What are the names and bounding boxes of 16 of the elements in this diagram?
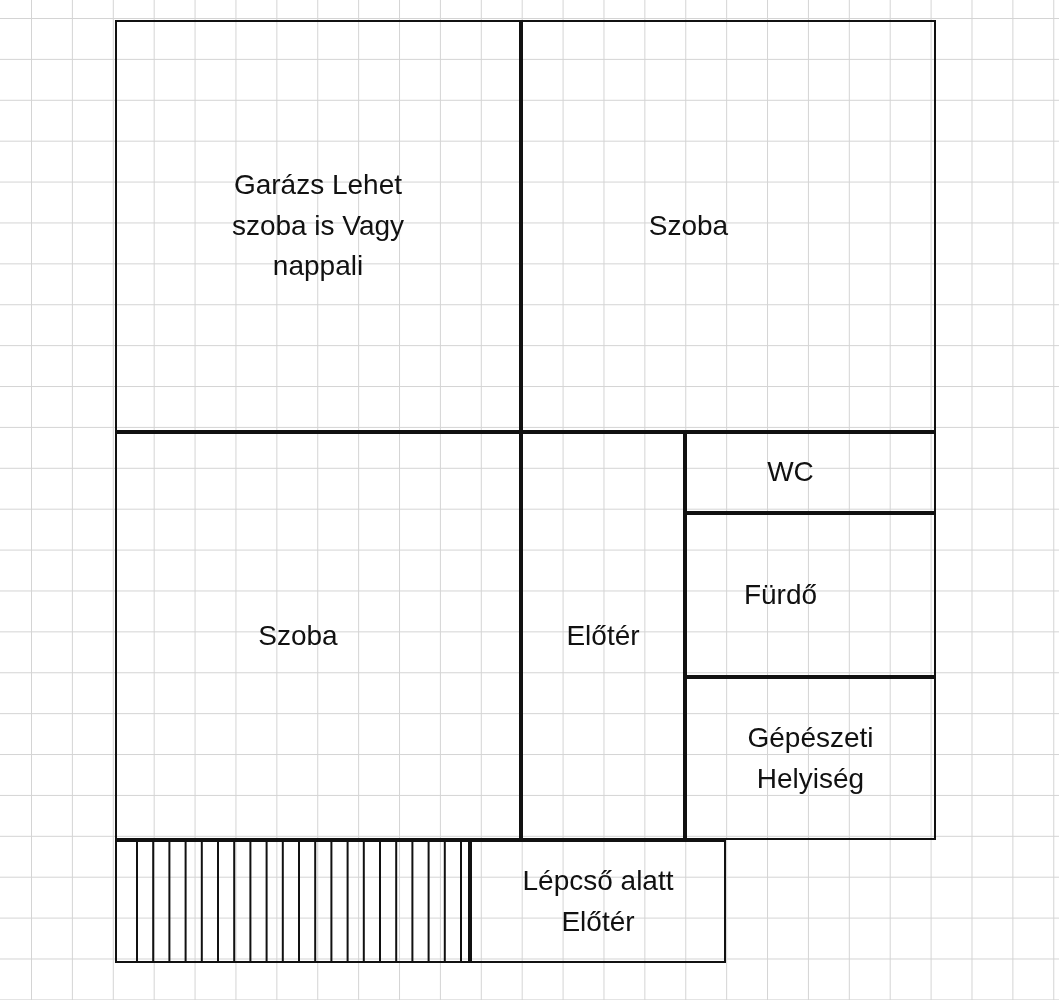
room-outline	[470, 840, 726, 963]
room-label: WC	[767, 455, 814, 490]
room-outline	[115, 432, 521, 840]
room-outline	[685, 432, 936, 513]
room-label: Lépcső alatt Előtér	[521, 863, 675, 939]
room-label: Előtér	[566, 618, 640, 653]
room-label: Szoba	[258, 618, 338, 653]
room-outline	[685, 513, 936, 677]
room-outline	[521, 20, 936, 432]
room-outline	[685, 677, 936, 840]
room-label: Gépészeti Helyiség	[746, 720, 875, 796]
room-label: Fürdő	[743, 577, 818, 612]
room-outline	[115, 20, 521, 432]
room-label: Garázs Lehet szoba is Vagy nappali	[230, 168, 406, 284]
room-outline	[521, 432, 685, 840]
room-label: Szoba	[648, 208, 729, 243]
